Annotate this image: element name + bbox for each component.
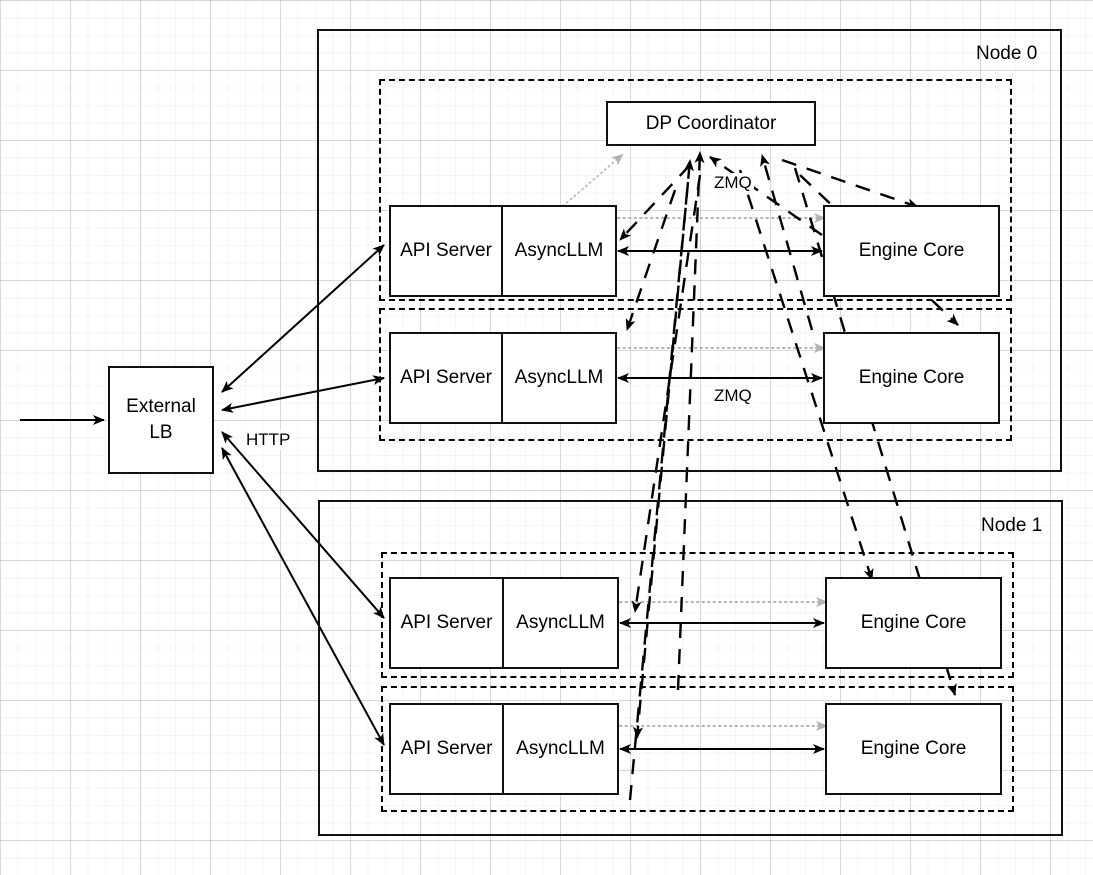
- http-edge-label: HTTP: [244, 430, 293, 450]
- engine-core-box-n1g1[interactable]: Engine Core: [825, 703, 1002, 795]
- node-0-label: Node 0: [976, 43, 1038, 64]
- api-server-unit-n1g1[interactable]: API Server AsyncLLM: [389, 703, 619, 795]
- api-server-unit-n0g1[interactable]: API Server AsyncLLM: [389, 332, 617, 424]
- api-server-unit-n0g0[interactable]: API Server AsyncLLM: [389, 205, 617, 297]
- engine-core-label-n0g0: Engine Core: [858, 240, 965, 262]
- engine-core-box-n1g0[interactable]: Engine Core: [825, 577, 1002, 669]
- asyncllm-label-n1g1: AsyncLLM: [516, 738, 605, 759]
- api-server-unit-n1g0[interactable]: API Server AsyncLLM: [389, 577, 619, 669]
- api-server-label-n1g1: API Server: [391, 705, 504, 793]
- node-0-group-1: [379, 308, 1012, 441]
- asyncllm-label-n0g0: AsyncLLM: [514, 240, 604, 261]
- api-server-label-n0g0: API Server: [391, 207, 503, 295]
- engine-core-label-n0g1: Engine Core: [858, 367, 965, 389]
- node-1-container: [318, 500, 1063, 836]
- asyncllm-label-n1g0: AsyncLLM: [516, 612, 605, 633]
- node-0-group-0: [379, 79, 1012, 301]
- dp-coordinator-box[interactable]: DP Coordinator: [606, 101, 816, 146]
- engine-core-box-n0g0[interactable]: Engine Core: [823, 205, 1000, 297]
- node-1-label: Node 1: [981, 515, 1043, 536]
- dp-coordinator-label: DP Coordinator: [645, 112, 777, 134]
- node-0-container: [317, 29, 1062, 472]
- api-server-label-n1g0: API Server: [391, 579, 504, 667]
- asyncllm-label-n0g1: AsyncLLM: [514, 367, 604, 388]
- engine-core-label-n1g1: Engine Core: [860, 738, 967, 760]
- engine-core-box-n0g1[interactable]: Engine Core: [823, 332, 1000, 424]
- node-1-group-1: [381, 686, 1014, 812]
- external-lb-box[interactable]: External LB: [108, 366, 214, 474]
- node-1-group-0: [381, 552, 1014, 678]
- engine-core-label-n1g0: Engine Core: [860, 612, 967, 634]
- zmq-label-n0g1: ZMQ: [712, 386, 754, 406]
- api-server-label-n0g1: API Server: [391, 334, 503, 422]
- zmq-label-n0g0: ZMQ: [712, 173, 754, 193]
- external-lb-label: External LB: [126, 396, 196, 443]
